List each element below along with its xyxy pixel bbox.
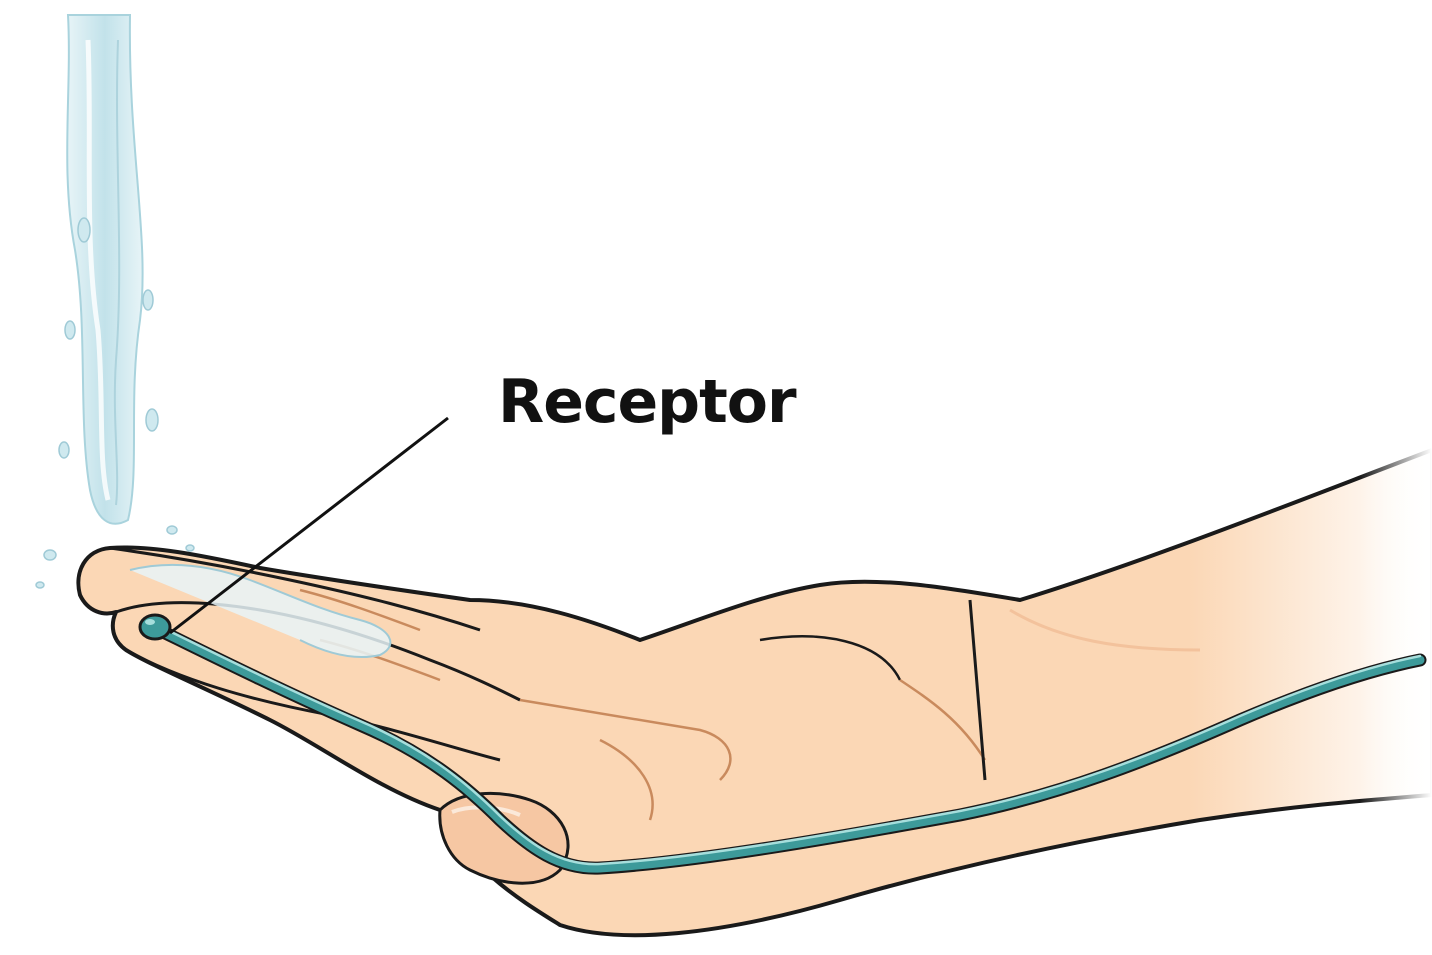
nerve-fiber	[148, 621, 1427, 875]
water-stream	[35, 14, 195, 589]
receptor-leader-line	[169, 416, 449, 635]
thumb	[438, 791, 570, 885]
receptor-ending	[138, 613, 172, 641]
hand	[76, 440, 1432, 938]
middle-finger	[109, 546, 481, 632]
receptor-label: Receptor	[498, 367, 797, 437]
